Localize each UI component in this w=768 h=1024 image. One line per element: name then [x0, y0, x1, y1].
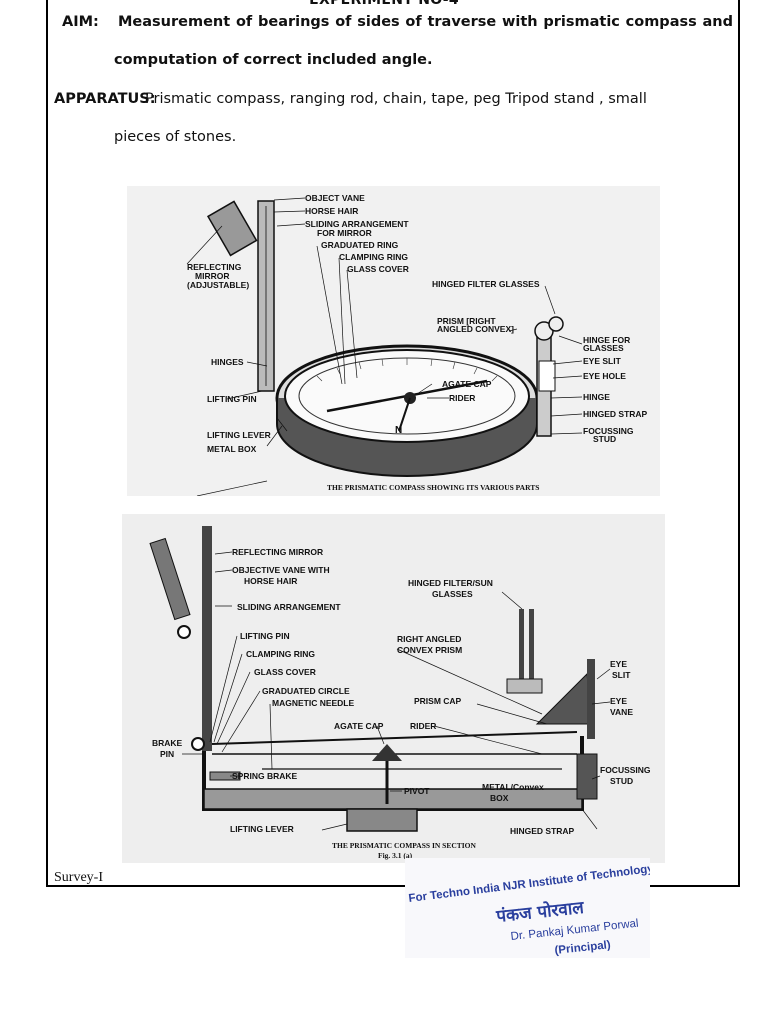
eye-vane-label-1: EYE [610, 696, 627, 706]
rider-label: RIDER [410, 721, 436, 731]
pivot-label: PIVOT [404, 786, 430, 796]
metal-box-label-2: BOX [490, 793, 509, 803]
aim-text-line2: computation of correct included angle. [114, 52, 433, 68]
reflecting-mirror-label-1: REFLECTING [187, 262, 242, 272]
eye-vane-label-2: VANE [610, 707, 633, 717]
hinged-filter-sun-label-1: HINGED FILTER/SUN [408, 578, 493, 588]
prismatic-compass-section-figure: REFLECTING MIRROR OBJECTIVE VANE WITH HO… [122, 514, 665, 863]
right-angled-prism-label-1: RIGHT ANGLED [397, 634, 461, 644]
sliding-arrangement-label: SLIDING ARRANGEMENT [237, 602, 341, 612]
focussing-stud-label-1: FOCUSSING [600, 765, 651, 775]
lifting-lever-label: LIFTING LEVER [207, 430, 271, 440]
for-mirror-label: FOR MIRROR [317, 228, 372, 238]
focussing-stud-label-2: STUD [610, 776, 633, 786]
lifting-pin-label: LIFTING PIN [207, 394, 257, 404]
brake-pin-label-2: PIN [160, 749, 174, 759]
figure1-caption: THE PRISMATIC COMPASS SHOWING ITS VARIOU… [327, 483, 539, 492]
eye-hole-label: EYE HOLE [583, 371, 626, 381]
focussing-stud-label-2: STUD [593, 434, 616, 444]
eye-slit-label-1: EYE [610, 659, 627, 669]
glass-cover-label: GLASS COVER [347, 264, 409, 274]
eye-slit-label-2: SLIT [612, 670, 631, 680]
agate-cap-label: AGATE CAP [442, 379, 492, 389]
metal-box-label-1: METAL/Convex [482, 782, 544, 792]
apparatus-text-line1: Prismatic compass, ranging rod, chain, t… [145, 91, 647, 107]
hinged-strap-label: HINGED STRAP [583, 409, 648, 419]
clamping-ring-label: CLAMPING RING [246, 649, 315, 659]
eye-slit-label: EYE SLIT [583, 356, 622, 366]
footer-label: Survey-I [54, 870, 103, 885]
hinge-for-glasses-label-2: GLASSES [583, 343, 624, 353]
metal-box-label: METAL BOX [207, 444, 257, 454]
compass-section-drawing: REFLECTING MIRROR OBJECTIVE VANE WITH HO… [122, 514, 665, 863]
graduated-circle-label: GRADUATED CIRCLE [262, 686, 350, 696]
apparatus-label: APPARATUS: [54, 91, 156, 107]
principal-stamp: For Techno India NJR Institute of Techno… [405, 858, 655, 958]
clamping-ring-label: CLAMPING RING [339, 252, 408, 262]
aim-text-line1: Measurement of bearings of sides of trav… [118, 14, 733, 30]
rider-label: RIDER [449, 393, 475, 403]
figure2-caption: THE PRISMATIC COMPASS IN SECTION [332, 841, 476, 850]
graduated-ring-label: GRADUATED RING [321, 240, 399, 250]
reflecting-mirror-label-3: (ADJUSTABLE) [187, 280, 249, 290]
reflecting-mirror-label-2: MIRROR [195, 271, 229, 281]
hinge-for-glasses-label-1: HINGE FOR [583, 335, 630, 345]
reflecting-mirror-label: REFLECTING MIRROR [232, 547, 323, 557]
aim-label: AIM: [62, 14, 99, 30]
brake-pin-label-1: BRAKE [152, 738, 183, 748]
focussing-stud-label-1: FOCUSSING [583, 426, 634, 436]
lifting-pin-label: LIFTING PIN [240, 631, 290, 641]
hinged-strap-label: HINGED STRAP [510, 826, 575, 836]
needle-n-label: N [395, 425, 402, 436]
hinged-filter-sun-label-2: GLASSES [432, 589, 473, 599]
hinge-label: HINGE [583, 392, 610, 402]
prism-cap-label: PRISM CAP [414, 696, 462, 706]
experiment-title: EXPERIMENT NO-4 [309, 0, 459, 8]
glass-cover-label: GLASS COVER [254, 667, 316, 677]
object-vane-label: OBJECT VANE [305, 193, 365, 203]
page-frame [46, 0, 740, 887]
spring-brake-label: SPRING BRAKE [232, 771, 298, 781]
hinges-label: HINGES [211, 357, 244, 367]
prismatic-compass-parts-figure: N OBJECT VANE HORSE HAIR SLIDING ARRANGE… [127, 186, 660, 496]
hinged-filter-glasses-label: HINGED FILTER GLASSES [432, 279, 540, 289]
prism-label-2: ANGLED CONVEX] [437, 324, 514, 334]
objective-vane-label-1: OBJECTIVE VANE WITH [232, 565, 330, 575]
magnetic-needle-label: MAGNETIC NEEDLE [272, 698, 355, 708]
stamp-title-text: (Principal) [554, 939, 611, 957]
sliding-arrangement-label: SLIDING ARRANGEMENT [305, 219, 409, 229]
signature-stamp-graphic: For Techno India NJR Institute of Techno… [405, 858, 655, 958]
lifting-lever-label: LIFTING LEVER [230, 824, 294, 834]
agate-cap-label: AGATE CAP [334, 721, 384, 731]
objective-vane-label-2: HORSE HAIR [244, 576, 297, 586]
figure2-number: Fig. 3.1 (a) [378, 851, 413, 860]
horse-hair-label: HORSE HAIR [305, 206, 358, 216]
prism-label-1: PRISM [RIGHT [437, 316, 496, 326]
compass-parts-drawing: N OBJECT VANE HORSE HAIR SLIDING ARRANGE… [127, 186, 660, 496]
apparatus-text-line2: pieces of stones. [114, 129, 237, 145]
right-angled-prism-label-2: CONVEX PRISM [397, 645, 462, 655]
